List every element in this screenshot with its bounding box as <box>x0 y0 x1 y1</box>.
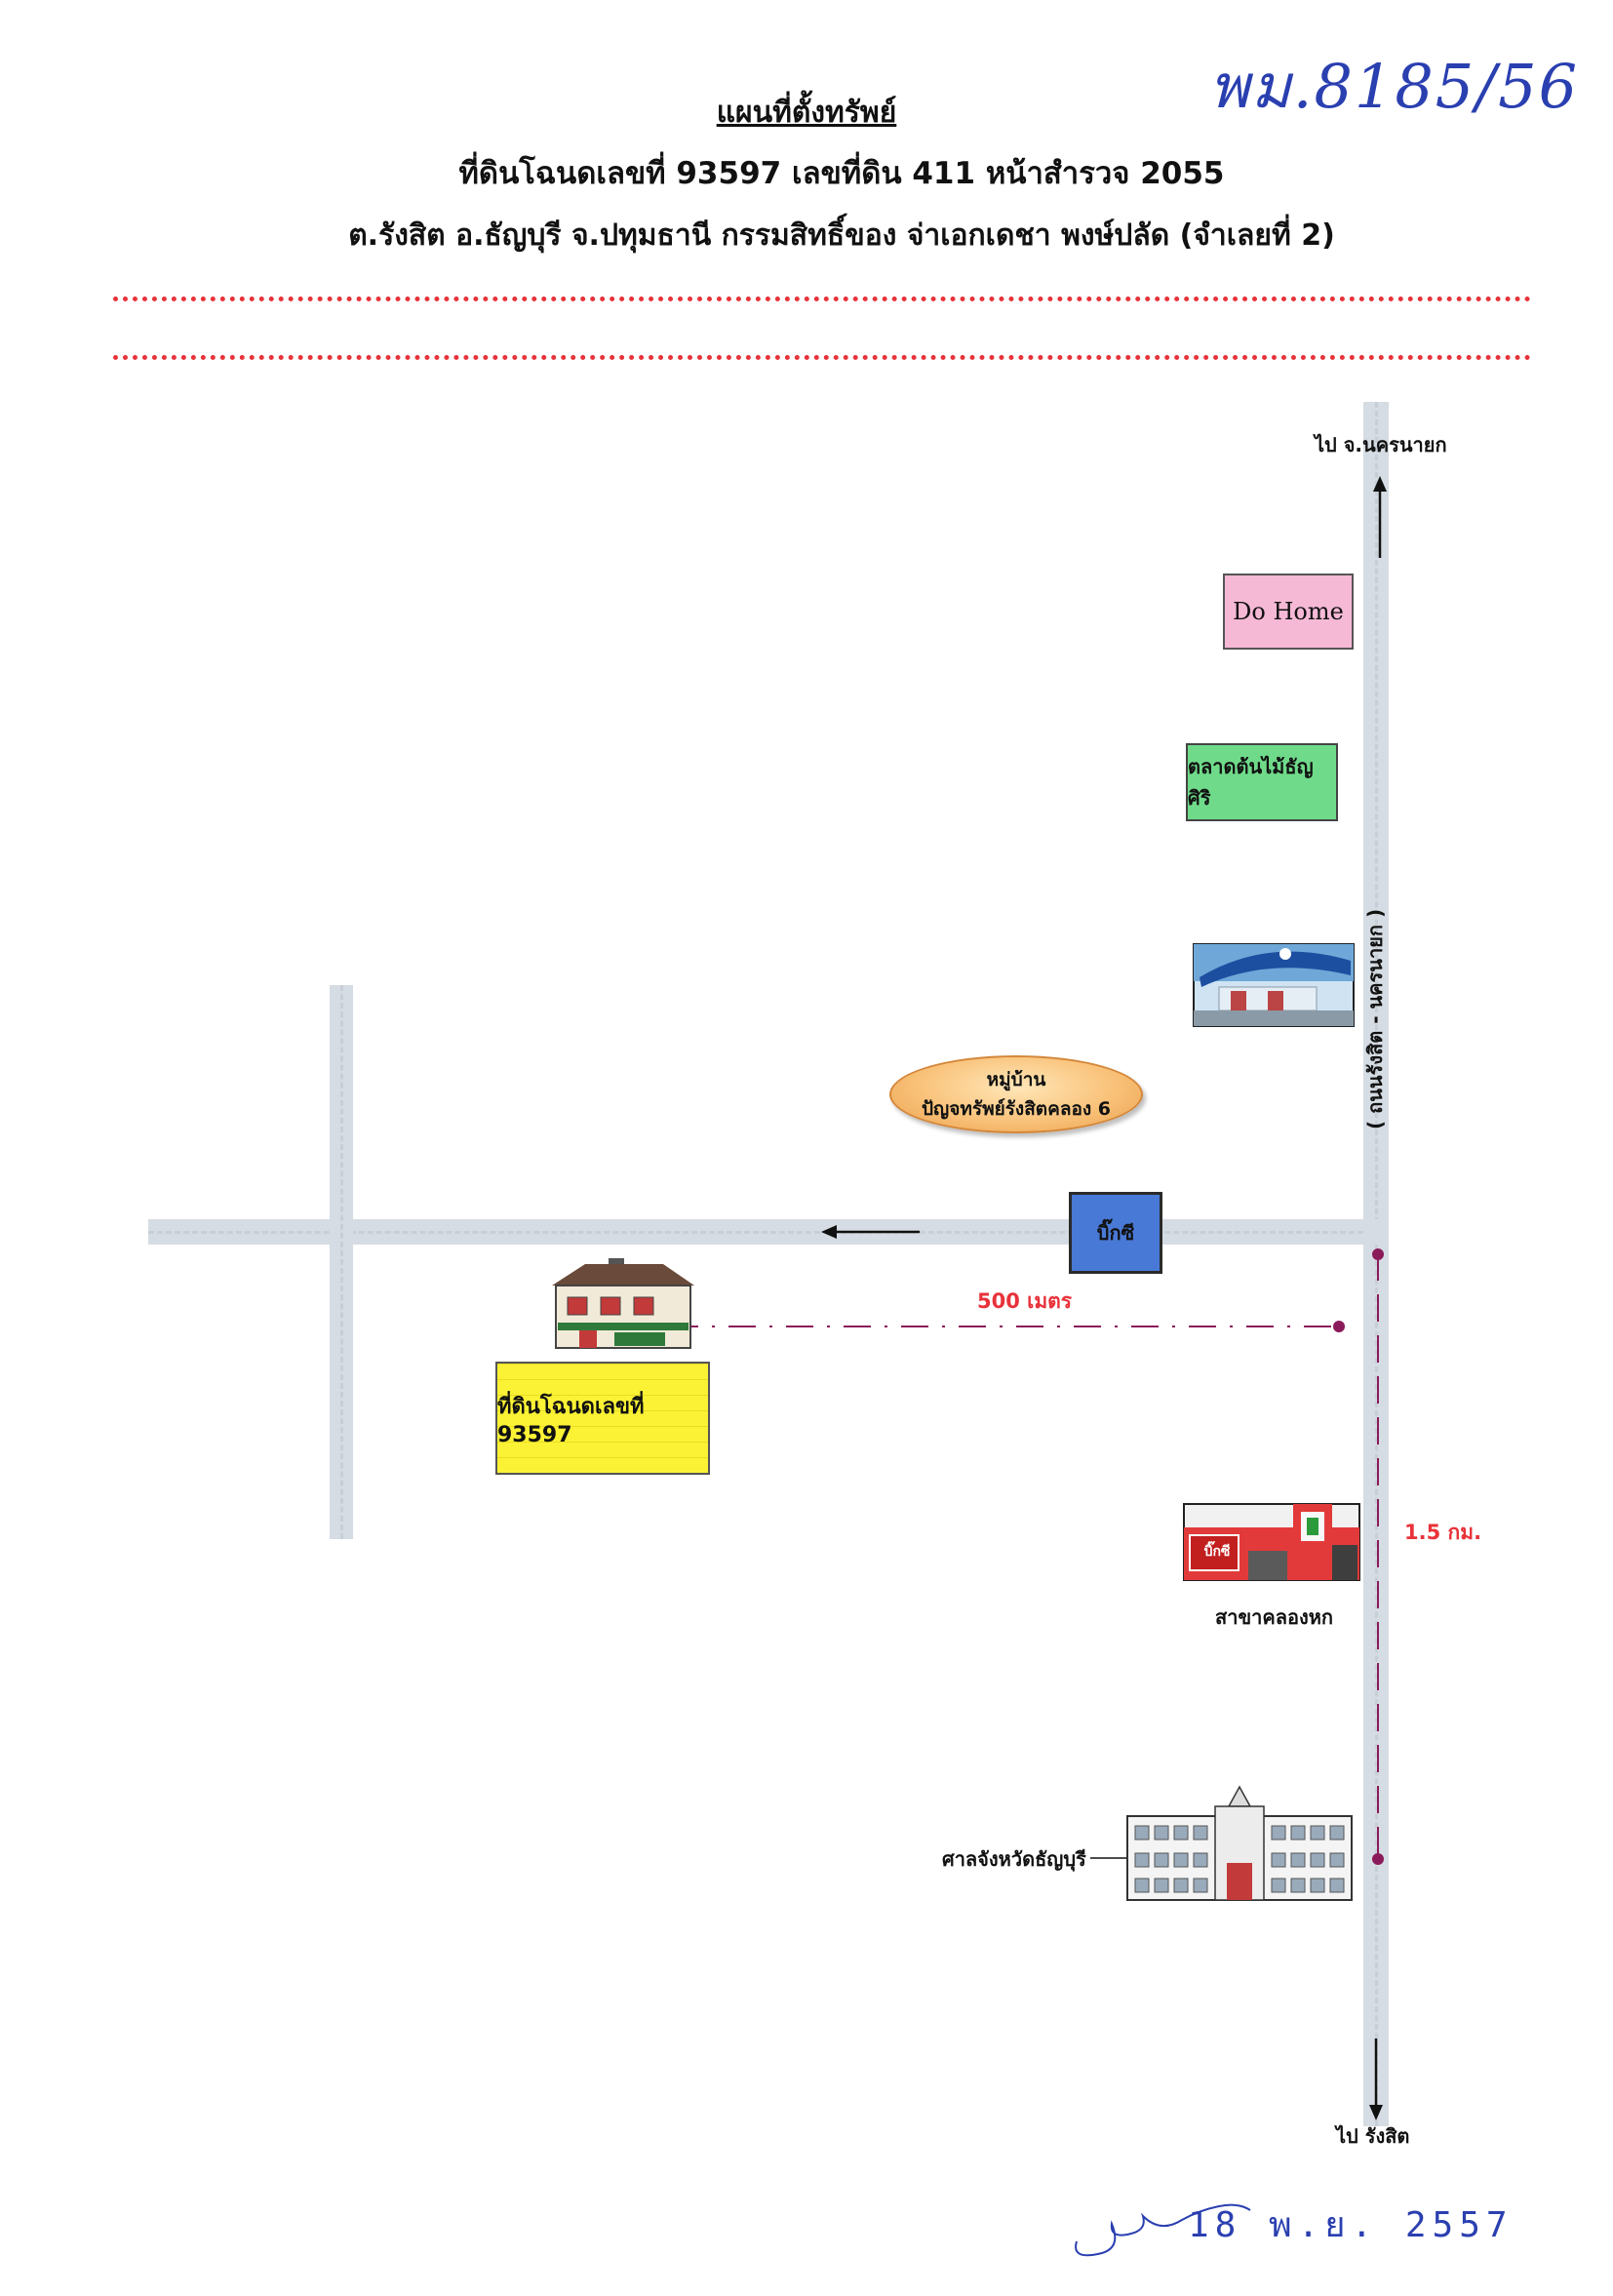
distance-1-5km-label: 1.5 กม. <box>1404 1521 1482 1544</box>
dotted-rule-bottom <box>113 355 1531 360</box>
to-nakhon-nayok-label: ไป จ.นครนายก <box>1315 433 1447 456</box>
dotted-rule-top <box>113 297 1531 301</box>
distance-500m-label: 500 เมตร <box>977 1289 1073 1313</box>
date-stamp: 18 พ.ย. 2557 <box>1188 2205 1514 2245</box>
tree-market-box: ตลาดต้นไม้ธัญศิริ <box>1186 743 1338 821</box>
distance-1-5km-line <box>1372 1248 1384 1865</box>
court-label: ศาลจังหวัดธัญบุรี <box>942 1847 1086 1871</box>
bigc-store-image <box>1183 1503 1360 1581</box>
to-rangsit-label: ไป รังสิต <box>1336 2124 1410 2148</box>
village-label: หมู่บ้าน ปัญจทรัพย์รังสิตคลอง 6 <box>889 1055 1143 1133</box>
main-road-name: ( ถนนรังสิต - นครนายก ) <box>1363 908 1387 1129</box>
owner-info-line: ต.รังสิต อ.ธัญบุรี จ.ปทุมธานี กรรมสิทธิ์… <box>348 218 1335 253</box>
bigc-branch-label: สาขาคลองหก <box>1215 1605 1334 1629</box>
village-line1: หมู่บ้าน <box>986 1069 1046 1090</box>
left-arrow-icon <box>821 1225 920 1239</box>
gas-station-image <box>1193 943 1355 1027</box>
soi-road-centerline <box>148 1231 1363 1234</box>
main-road-centerline <box>1375 402 1378 2126</box>
handwritten-reference: พม.8185/56 <box>1209 51 1580 122</box>
deed-info-line: ที่ดินโฉนดเลขที่ 93597 เลขที่ดิน 411 หน้… <box>458 156 1225 191</box>
signature-scribble <box>1075 2203 1251 2257</box>
do-home-box: Do Home <box>1223 574 1354 650</box>
bigc-sign-text: บิ๊กซี <box>1203 1544 1231 1560</box>
north-arrow-icon <box>1373 476 1387 558</box>
map-title: แผนที่ตั้งทรัพย์ <box>716 96 897 130</box>
village-line2: ปัญจทรัพย์รังสิตคลอง 6 <box>921 1098 1112 1120</box>
house-icon <box>552 1258 694 1349</box>
bigc-label-box: บิ๊กซี <box>1069 1192 1162 1274</box>
distance-500m-line <box>665 1321 1345 1332</box>
court-building-image <box>1126 1785 1353 1901</box>
south-arrow-icon <box>1369 2039 1383 2120</box>
side-road-centerline <box>340 985 343 1539</box>
land-parcel-box: ที่ดินโฉนดเลขที่ 93597 <box>495 1362 710 1475</box>
